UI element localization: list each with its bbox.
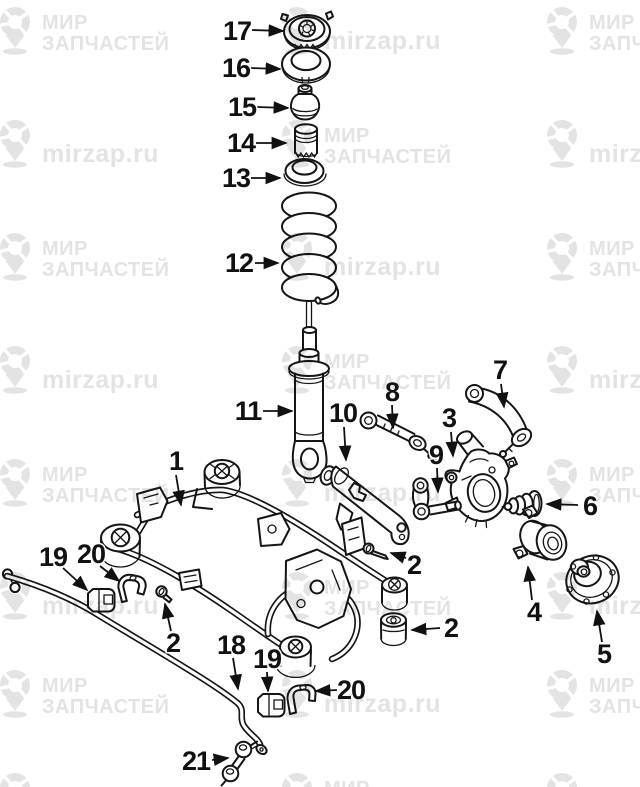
callout-2: 2 — [410, 612, 461, 645]
part-13-spring-pad — [283, 158, 327, 187]
part-16-spring-seat — [281, 46, 331, 84]
part-20-stabilizer-clamp — [117, 573, 147, 603]
callout-number: 20 — [337, 675, 365, 705]
part-11-shock-absorber — [288, 300, 330, 484]
callout-16: 16 — [220, 52, 282, 85]
callout-arrow — [172, 474, 185, 507]
part-2-bolt — [155, 585, 173, 604]
callout-7: 7 — [491, 354, 510, 409]
part-3-knuckle — [444, 430, 518, 529]
callout-number: 19 — [253, 644, 282, 674]
part-4-bearing-carrier — [512, 504, 568, 561]
callout-20: 20 — [75, 538, 121, 583]
part-12-coil-spring — [281, 191, 340, 305]
part-14-bump-stop-tube — [294, 123, 318, 159]
callout-number: 19 — [39, 542, 68, 572]
callout-arrow — [211, 753, 230, 767]
part-2-bushing — [380, 612, 407, 647]
callout-15: 15 — [226, 91, 290, 124]
callout-arrow — [314, 684, 338, 697]
callout-arrow — [389, 551, 407, 564]
callout-arrow — [62, 567, 89, 592]
callout-number: 16 — [222, 53, 251, 83]
callout-number: 8 — [385, 377, 400, 407]
callout-number: 11 — [235, 396, 263, 426]
callout-arrow — [99, 565, 121, 583]
callout-arrow — [445, 431, 459, 458]
callout-number: 10 — [329, 398, 357, 428]
callout-arrow — [260, 671, 274, 693]
callout-1: 1 — [167, 445, 186, 507]
part-15-bump-stop — [290, 84, 321, 121]
callout-number: 2 — [407, 550, 421, 580]
callout-number: 17 — [223, 16, 251, 46]
callout-4: 4 — [523, 565, 544, 629]
callout-arrow — [495, 383, 509, 409]
callout-number: 18 — [217, 630, 246, 660]
callout-17: 17 — [221, 15, 285, 48]
callout-arrow — [338, 426, 352, 462]
callout-arrow — [161, 602, 175, 632]
callout-arrow — [251, 24, 285, 37]
part-19-stabilizer-bushing — [257, 693, 286, 718]
callout-number: 6 — [583, 491, 598, 521]
callout-number: 9 — [429, 440, 444, 470]
callout-19: 19 — [37, 541, 89, 592]
callout-arrow — [256, 101, 290, 114]
callout-arrow — [386, 404, 399, 430]
callout-6: 6 — [545, 490, 600, 523]
callout-number: 13 — [222, 163, 251, 193]
callout-20: 20 — [314, 674, 368, 707]
part-19-stabilizer-bushing — [87, 588, 116, 613]
callout-arrow — [410, 622, 441, 636]
callout-number: 2 — [444, 613, 458, 643]
callout-number: 3 — [442, 403, 457, 433]
callout-number: 15 — [228, 92, 257, 122]
part-21-stabilizer-link — [220, 740, 259, 787]
callout-number: 5 — [597, 639, 612, 669]
callout-11: 11 — [233, 395, 294, 428]
part-5-wheel-hub — [565, 554, 620, 605]
callout-arrow — [593, 609, 606, 643]
callout-13: 13 — [220, 162, 282, 195]
part-9-integral-link — [411, 477, 462, 521]
part-18-stabilizer-bar — [1, 568, 268, 756]
callout-number: 7 — [493, 355, 507, 385]
part-8-guide-link — [359, 411, 438, 462]
callout-10: 10 — [327, 397, 360, 462]
callout-number: 12 — [225, 248, 253, 278]
callout-14: 14 — [225, 127, 288, 160]
callout-number: 1 — [169, 446, 184, 476]
callout-5: 5 — [593, 609, 614, 671]
part-10-lower-control-arm — [319, 465, 410, 546]
callout-arrow — [523, 565, 536, 601]
callout-2: 2 — [389, 549, 424, 582]
callout-3: 3 — [440, 402, 459, 458]
callout-number: 21 — [182, 746, 211, 776]
part-20-stabilizer-clamp — [286, 684, 317, 715]
callout-number: 14 — [227, 128, 256, 158]
callout-number: 2 — [166, 628, 180, 658]
callout-12: 12 — [223, 247, 280, 280]
callout-arrow — [250, 62, 282, 75]
part-7-upper-control-arm — [465, 384, 533, 458]
callout-8: 8 — [383, 376, 402, 430]
callout-21: 21 — [180, 745, 230, 778]
part-17-strut-mount — [280, 10, 334, 51]
callout-arrow — [545, 498, 579, 511]
callout-19: 19 — [251, 643, 284, 693]
callout-number: 4 — [527, 597, 542, 627]
callout-arrow — [229, 657, 242, 691]
callout-18: 18 — [215, 629, 248, 691]
callout-2: 2 — [161, 602, 183, 660]
callout-9: 9 — [427, 439, 446, 494]
callout-number: 20 — [77, 539, 105, 569]
callout-arrow — [431, 467, 444, 494]
part-2-bolt — [362, 542, 389, 560]
